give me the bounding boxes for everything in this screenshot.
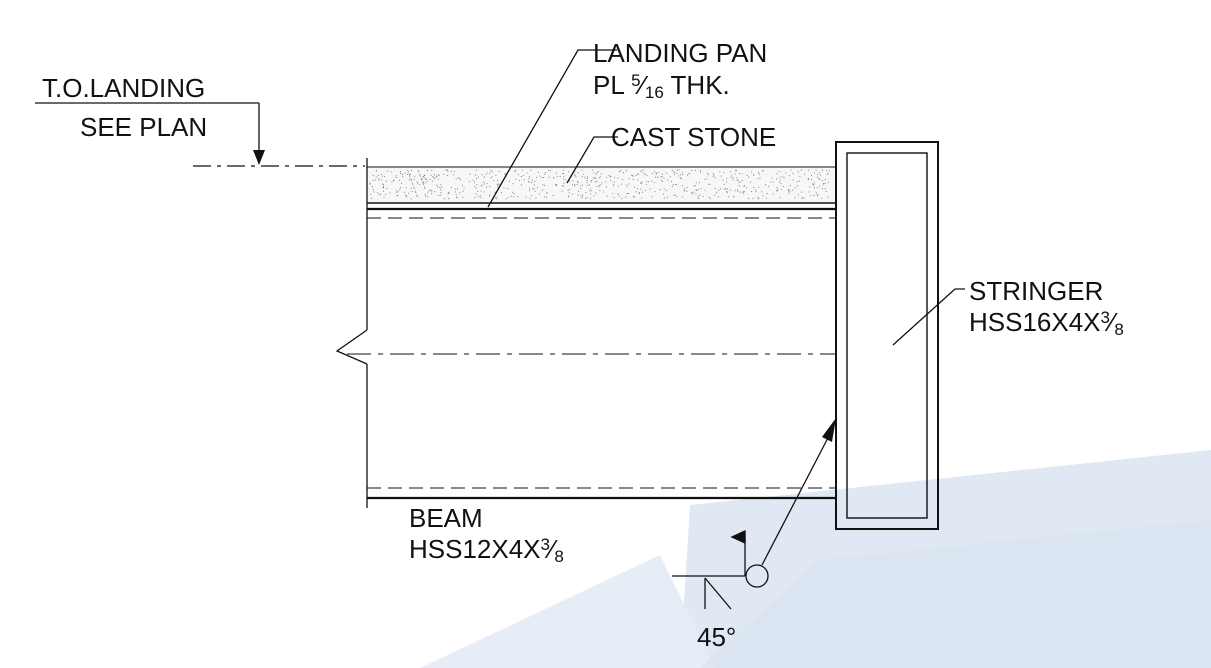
- weld-symbol: [672, 418, 836, 610]
- landing-pan-label-line2: PL 5⁄16 THK.: [593, 70, 730, 102]
- landing-pan-label-line1: LANDING PAN: [593, 38, 767, 68]
- leader-lines: [487, 49, 965, 346]
- cast-stone-label: CAST STONE: [611, 122, 776, 152]
- stringer-label-line2: HSS16X4X3⁄8: [969, 307, 1124, 339]
- landing-label-line1: T.O.LANDING: [42, 73, 205, 103]
- beam-label-line2: HSS12X4X3⁄8: [409, 534, 564, 566]
- cast-stone-band: [367, 167, 836, 202]
- beam-label-line1: BEAM: [409, 503, 483, 533]
- stringer-label-line1: STRINGER: [969, 276, 1103, 306]
- landing-label-line2: SEE PLAN: [80, 112, 207, 142]
- landing-elevation-marker: [35, 102, 365, 167]
- beam-section: [335, 158, 836, 508]
- watermark: [420, 450, 1211, 668]
- weld-angle-label: 45°: [697, 622, 736, 652]
- stringer-section: [835, 141, 939, 530]
